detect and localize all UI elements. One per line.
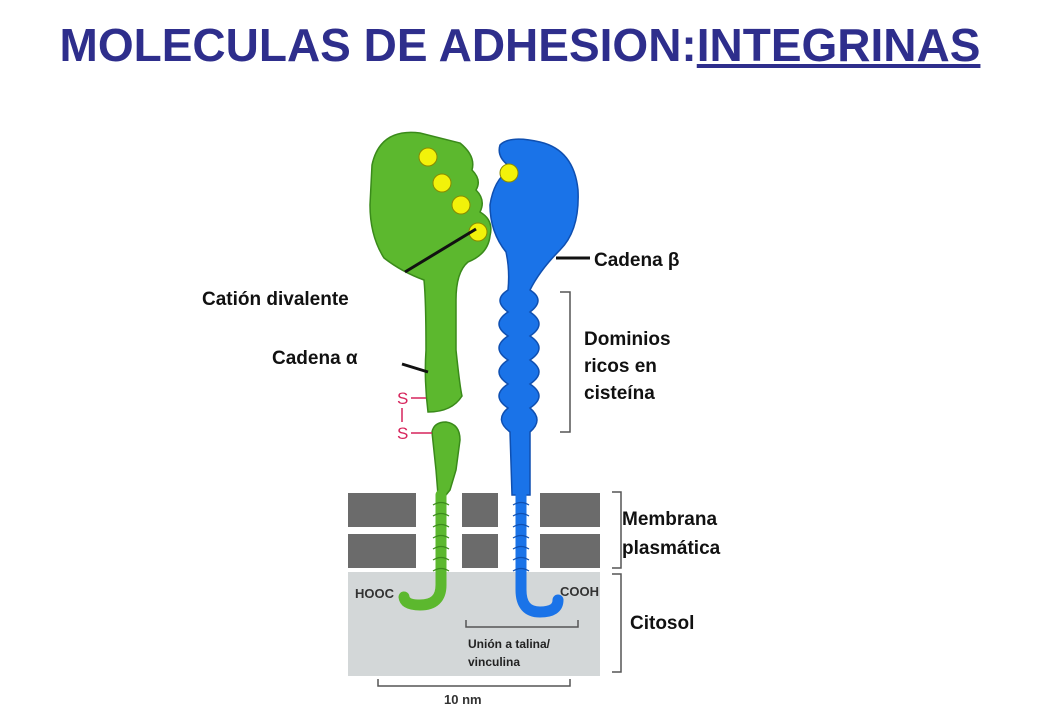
cooh-label: COOH: [560, 584, 599, 599]
page-title: MOLECULAS DE ADHESION:INTEGRINAS: [0, 18, 1040, 72]
union-label-1: Unión a talina/: [468, 637, 551, 651]
plasma-membrane: [348, 493, 600, 568]
beta-chain: [489, 138, 579, 618]
alpha-chain-label: Cadena α: [272, 348, 358, 369]
title-main: MOLECULAS DE ADHESION:: [59, 19, 697, 71]
union-label-2: vinculina: [468, 655, 520, 669]
sulfur-1: S: [397, 389, 408, 408]
pointer-lines: [401, 227, 590, 374]
brackets: [377, 291, 622, 687]
cytosol-region: [348, 572, 600, 676]
disulfide-bond: S S: [397, 389, 432, 443]
title-underlined: INTEGRINAS: [696, 19, 981, 71]
dominios-label-1: Dominios: [584, 329, 671, 350]
beta-chain-label: Cadena β: [594, 250, 680, 271]
divalent-cations: [418, 147, 519, 242]
scale-label: 10 nm: [444, 692, 482, 707]
citosol-label: Citosol: [630, 613, 694, 634]
hooc-label: HOOC: [355, 586, 395, 601]
cation-label: Catión divalente: [202, 289, 349, 310]
membrana-label-1: Membrana: [622, 509, 717, 530]
sulfur-2: S: [397, 424, 408, 443]
dominios-label-2: ricos en: [584, 356, 657, 377]
membrana-label-2: plasmática: [622, 538, 721, 559]
dominios-label-3: cisteína: [584, 383, 655, 404]
